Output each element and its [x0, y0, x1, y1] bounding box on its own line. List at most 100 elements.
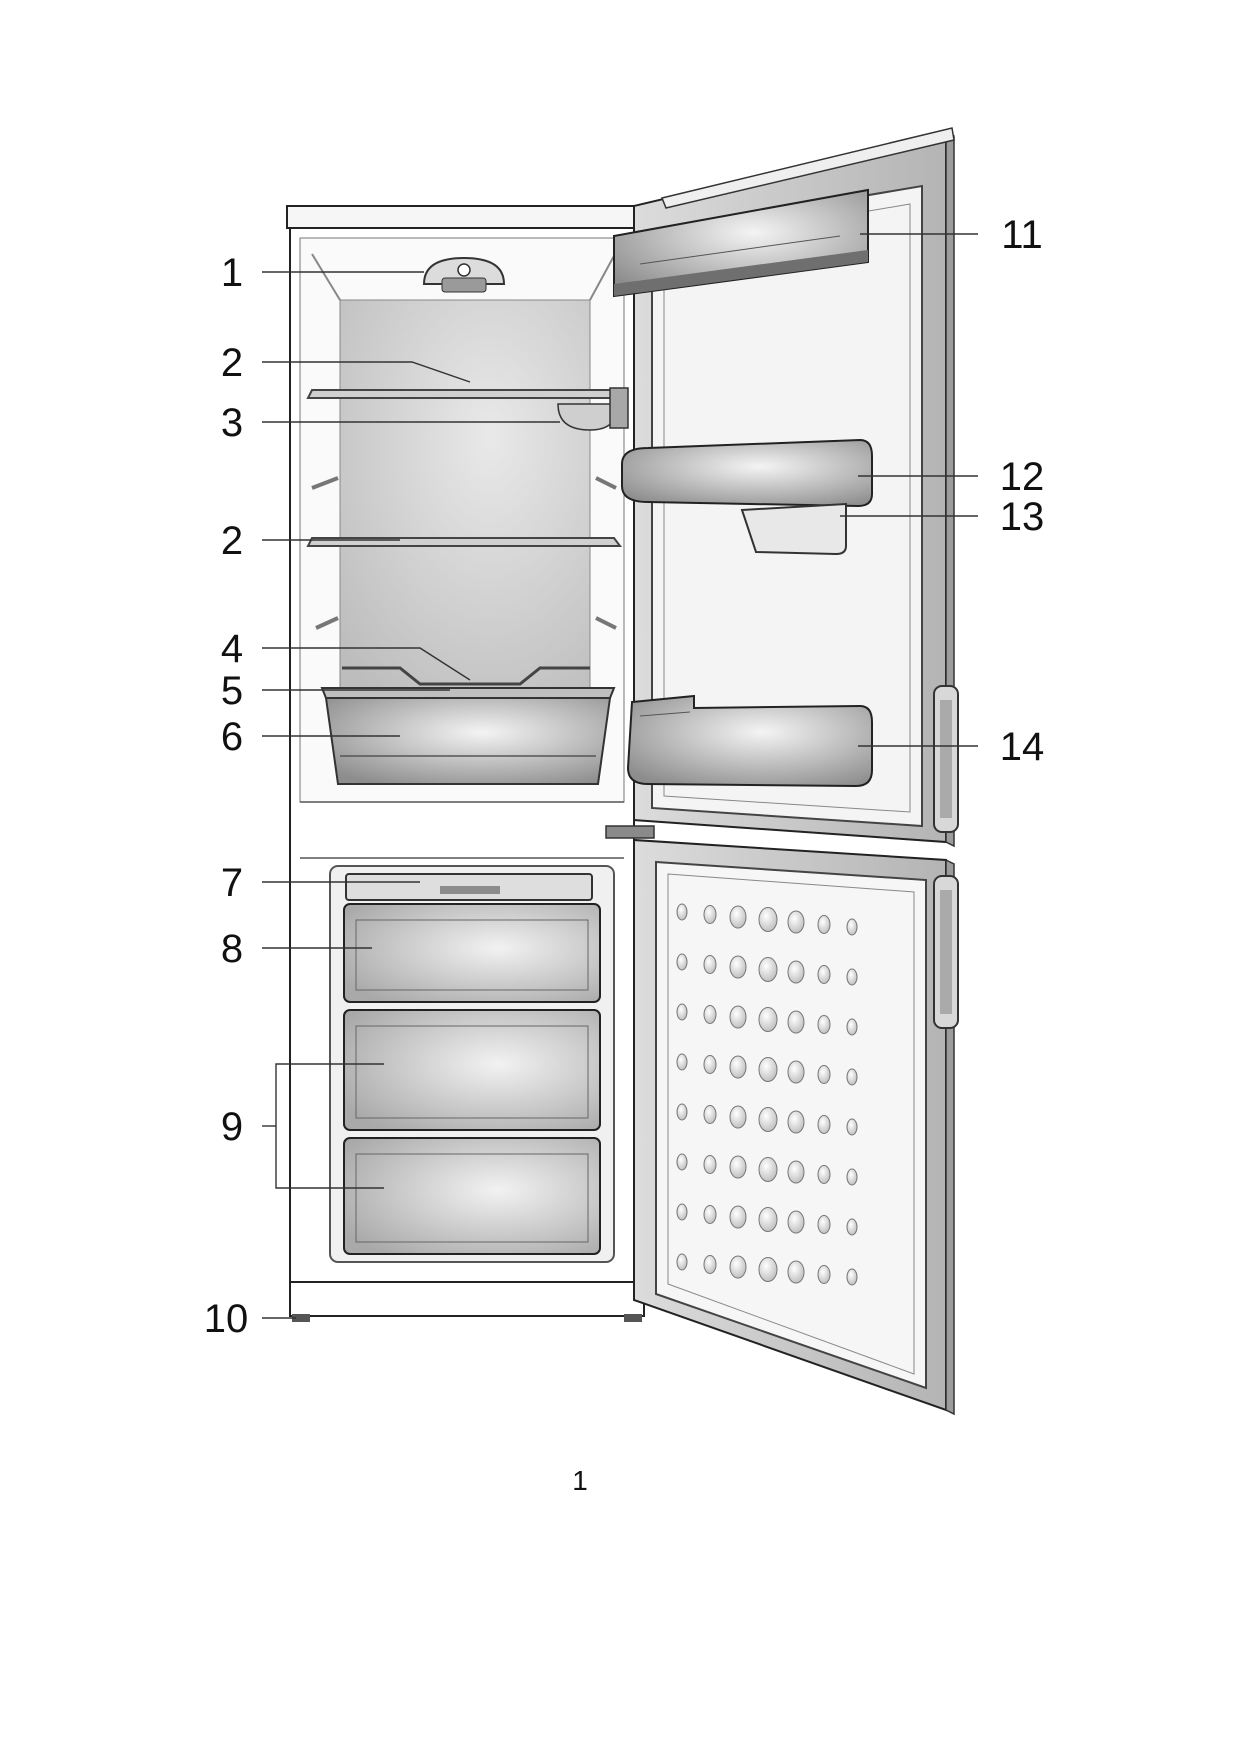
fridge-parts: [306, 256, 629, 785]
door-dimple: [676, 1053, 688, 1071]
door-dimple: [676, 1153, 688, 1171]
door-dimple: [676, 1003, 688, 1021]
door-dimple: [817, 915, 831, 934]
plinth: [289, 1281, 645, 1317]
fridge-door-handle: [933, 685, 959, 833]
door-dimple: [703, 1105, 717, 1124]
freezer-door: [633, 838, 959, 1416]
door-dimple: [817, 1015, 831, 1034]
egg-tray: [557, 387, 629, 431]
door-dimple: [703, 955, 717, 974]
door-dimple: [846, 1068, 858, 1086]
door-dimple: [817, 965, 831, 984]
callout-1: 1: [221, 251, 243, 295]
egg-holder: [740, 502, 847, 556]
door-dimple: [758, 1057, 778, 1082]
door-dimple: [676, 1103, 688, 1121]
door-dimple: [676, 953, 688, 971]
freezer-parts: [343, 873, 601, 1255]
door-dimple: [758, 907, 778, 932]
door-dimple: [703, 905, 717, 924]
door-dimple: [787, 1160, 805, 1184]
cabinet-top: [286, 205, 641, 229]
door-dimple: [703, 1255, 717, 1274]
door-dimple: [729, 1055, 747, 1079]
door-dimple: [758, 957, 778, 982]
freezer-drawer-middle: [343, 1009, 601, 1131]
door-dimple: [846, 1218, 858, 1236]
callout-4: 4: [221, 627, 243, 671]
door-dimple: [846, 918, 858, 936]
door-dimple: [846, 1118, 858, 1136]
door-dimple: [846, 1168, 858, 1186]
callout-10: 10: [204, 1297, 249, 1341]
leader-lines: [262, 233, 978, 1319]
callout-11: 11: [1001, 213, 1043, 257]
door-dimple: [729, 1105, 747, 1129]
adjustable-foot-left: [292, 1314, 310, 1322]
crisper-drawer: [324, 697, 612, 785]
glass-shelf-upper: [306, 389, 622, 399]
fridge-back-wall: [339, 299, 591, 691]
freezer-drawer-bottom: [343, 1137, 601, 1255]
dairy-compartment: [613, 188, 869, 298]
door-dimple: [817, 1265, 831, 1284]
door-dimple: [729, 1255, 747, 1279]
door-dimple: [787, 1060, 805, 1084]
door-dimple: [758, 1107, 778, 1132]
door-dimple: [817, 1215, 831, 1234]
ice-tray: [345, 873, 593, 901]
door-dimple: [787, 1260, 805, 1284]
door-dimple: [676, 1253, 688, 1271]
callout-9: 9: [221, 1105, 243, 1149]
door-shelf-upper: [621, 438, 873, 508]
door-dimples: [676, 903, 858, 1286]
callout-13: 13: [1000, 495, 1045, 539]
door-dimple: [729, 1005, 747, 1029]
callout-12: 12: [1000, 455, 1045, 499]
meltwater-channel: [342, 666, 590, 686]
door-dimple: [787, 1110, 805, 1134]
door-dimple: [846, 968, 858, 986]
callout-5: 5: [221, 669, 243, 713]
door-dimple: [758, 1157, 778, 1182]
callout-14: 14: [1000, 725, 1045, 769]
callout-labels: 1 2 3 2 4 5 6 7 8 9 10 11 12 13 14: [204, 213, 1045, 1341]
door-dimple: [758, 1007, 778, 1032]
door-dimple: [817, 1115, 831, 1134]
door-dimple: [758, 1257, 778, 1282]
door-dimple: [846, 1018, 858, 1036]
page-number: 1: [572, 1465, 588, 1496]
door-dimple: [703, 1205, 717, 1224]
callout-7: 7: [221, 861, 243, 905]
callout-2-lower: 2: [221, 519, 243, 563]
door-hinge: [605, 825, 655, 839]
callout-8: 8: [221, 927, 243, 971]
door-dimple: [729, 905, 747, 929]
door-dimple: [817, 1065, 831, 1084]
glass-shelf-lower: [306, 537, 622, 547]
bottle-shelf: [626, 694, 873, 788]
door-dimple: [758, 1207, 778, 1232]
callout-2-upper: 2: [221, 341, 243, 385]
shelf-supports: [311, 476, 617, 630]
door-dimple: [787, 1010, 805, 1034]
freezer-drawer-top: [343, 903, 601, 1003]
door-dimple: [787, 1210, 805, 1234]
door-dimple: [729, 1155, 747, 1179]
door-dimple: [676, 903, 688, 921]
door-dimple: [846, 1268, 858, 1286]
callout-3: 3: [221, 401, 243, 445]
door-dimple: [817, 1165, 831, 1184]
adjustable-foot-right: [624, 1314, 642, 1322]
door-dimple: [787, 910, 805, 934]
door-dimple: [787, 960, 805, 984]
fridge-door: [605, 127, 959, 848]
callout-6: 6: [221, 715, 243, 759]
door-dimple: [703, 1055, 717, 1074]
door-dimple: [703, 1155, 717, 1174]
door-dimple: [729, 1205, 747, 1229]
freezer-door-handle: [933, 875, 959, 1029]
door-dimple: [676, 1203, 688, 1221]
